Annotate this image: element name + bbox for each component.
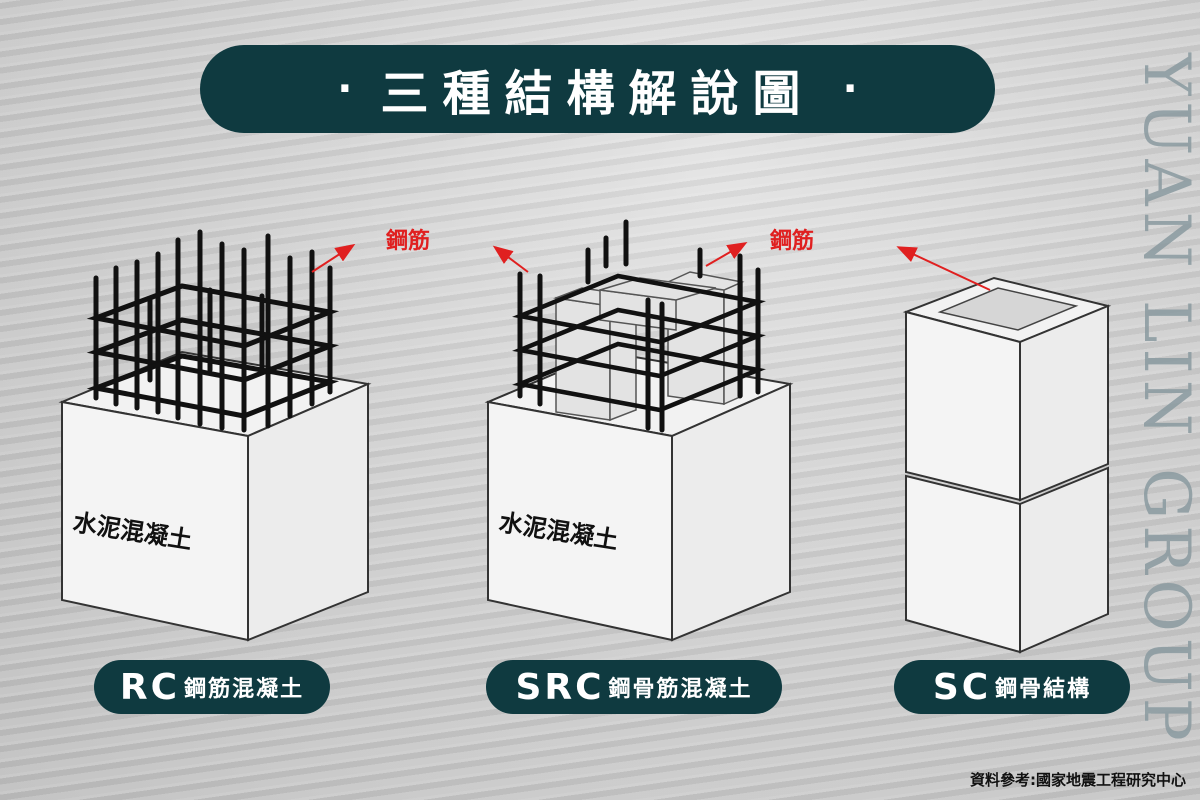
rc-hoops	[86, 283, 340, 419]
src-rebar-arrow-right	[705, 241, 748, 267]
rc-cube-side	[247, 382, 369, 642]
sc-lower-front	[905, 474, 1021, 654]
sc-rebar-arrow	[896, 246, 991, 291]
label-rc-code: RC	[119, 666, 181, 708]
title-text: 三種結構解說圖	[380, 66, 815, 122]
label-rc-zh: 鋼筋混凝土	[184, 677, 305, 702]
label-sc-code: SC	[932, 666, 992, 708]
label-sc-zh: 鋼骨結構	[995, 677, 1092, 702]
rc-column: 水泥混凝土	[58, 229, 372, 642]
title-dot-left: ·	[337, 66, 353, 112]
title-dot-right: ·	[842, 66, 858, 112]
label-rc: RC 鋼筋混凝土	[94, 660, 330, 714]
label-sc: SC 鋼骨結構	[894, 660, 1130, 714]
label-src: SRC 鋼骨筋混凝土	[486, 660, 782, 714]
src-hoops	[512, 273, 766, 413]
sc-upper-front	[905, 310, 1021, 502]
rebar-label-left: 鋼筋	[385, 228, 430, 254]
src-rebar-arrow-left	[492, 245, 529, 273]
page-title: · 三種結構解說圖 ·	[200, 45, 995, 133]
sc-hollow-opening	[937, 287, 1079, 331]
src-vertical-bars	[517, 219, 761, 433]
rc-rebar-arrow	[311, 243, 356, 273]
rebar-label-right: 鋼筋	[769, 228, 814, 254]
label-src-zh: 鋼骨筋混凝土	[608, 677, 753, 702]
sc-lower-side	[1019, 466, 1109, 654]
sc-upper-side	[1019, 304, 1109, 502]
sc-column	[896, 246, 1112, 654]
label-src-code: SRC	[515, 666, 605, 708]
src-column: 水泥混凝土	[484, 219, 794, 642]
src-cube-side	[671, 382, 791, 642]
source-citation: 資料參考:國家地震工程研究中心	[969, 771, 1186, 789]
